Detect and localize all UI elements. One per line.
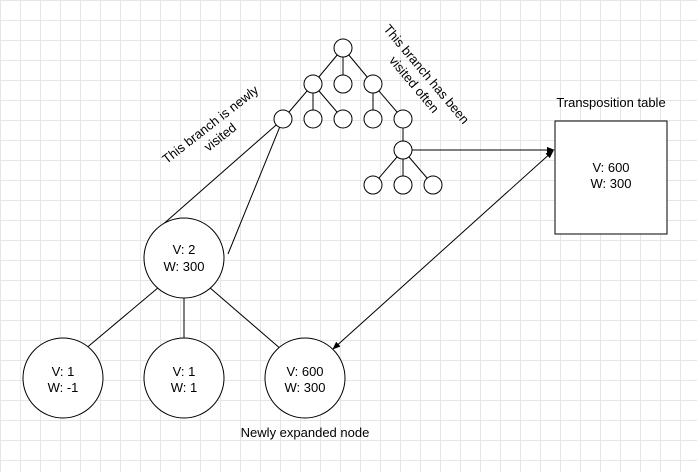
child-new-w: W: 300 bbox=[285, 380, 326, 395]
tree-node-visited-often bbox=[393, 140, 413, 160]
arrow-table-to-node bbox=[332, 150, 554, 350]
visited-often-label: This branch has been visited often bbox=[381, 21, 473, 126]
tree-node bbox=[303, 109, 323, 129]
visited-often-line-1: This branch has been bbox=[381, 21, 473, 126]
tree-node bbox=[393, 109, 413, 129]
parent-node bbox=[143, 217, 225, 299]
branch-funnel-left bbox=[151, 118, 284, 235]
transposition-table-label: Transposition table bbox=[556, 95, 665, 110]
child-node-new bbox=[264, 337, 346, 419]
tree-node bbox=[333, 74, 353, 94]
child-left-v: V: 1 bbox=[52, 364, 75, 379]
tree-node bbox=[333, 109, 353, 129]
child-node-mid bbox=[143, 337, 225, 419]
child-mid-v: V: 1 bbox=[173, 364, 196, 379]
tree-node bbox=[363, 74, 383, 94]
tree-node bbox=[303, 74, 323, 94]
tree-edge bbox=[208, 286, 283, 351]
child-node-left bbox=[22, 337, 104, 419]
transposition-table-box bbox=[554, 120, 668, 235]
table-entry-w: W: 300 bbox=[591, 176, 632, 191]
child-left-w: W: -1 bbox=[48, 380, 79, 395]
tree-node bbox=[333, 38, 353, 58]
small-tree bbox=[273, 38, 443, 195]
tree-node bbox=[423, 175, 443, 195]
tree-node bbox=[363, 175, 383, 195]
parent-node-v: V: 2 bbox=[173, 242, 196, 257]
branch-funnel-right bbox=[227, 118, 284, 255]
tree-node-newly-visited bbox=[273, 109, 293, 129]
newly-expanded-label: Newly expanded node bbox=[241, 425, 370, 440]
tree-node bbox=[393, 175, 413, 195]
child-new-v: V: 600 bbox=[286, 364, 323, 379]
tree-node bbox=[363, 109, 383, 129]
tree-edge bbox=[83, 286, 160, 351]
parent-node-w: W: 300 bbox=[164, 259, 205, 274]
table-entry-v: V: 600 bbox=[592, 160, 629, 175]
child-mid-w: W: 1 bbox=[171, 380, 198, 395]
newly-visited-label: This branch is newly visited bbox=[159, 82, 261, 167]
